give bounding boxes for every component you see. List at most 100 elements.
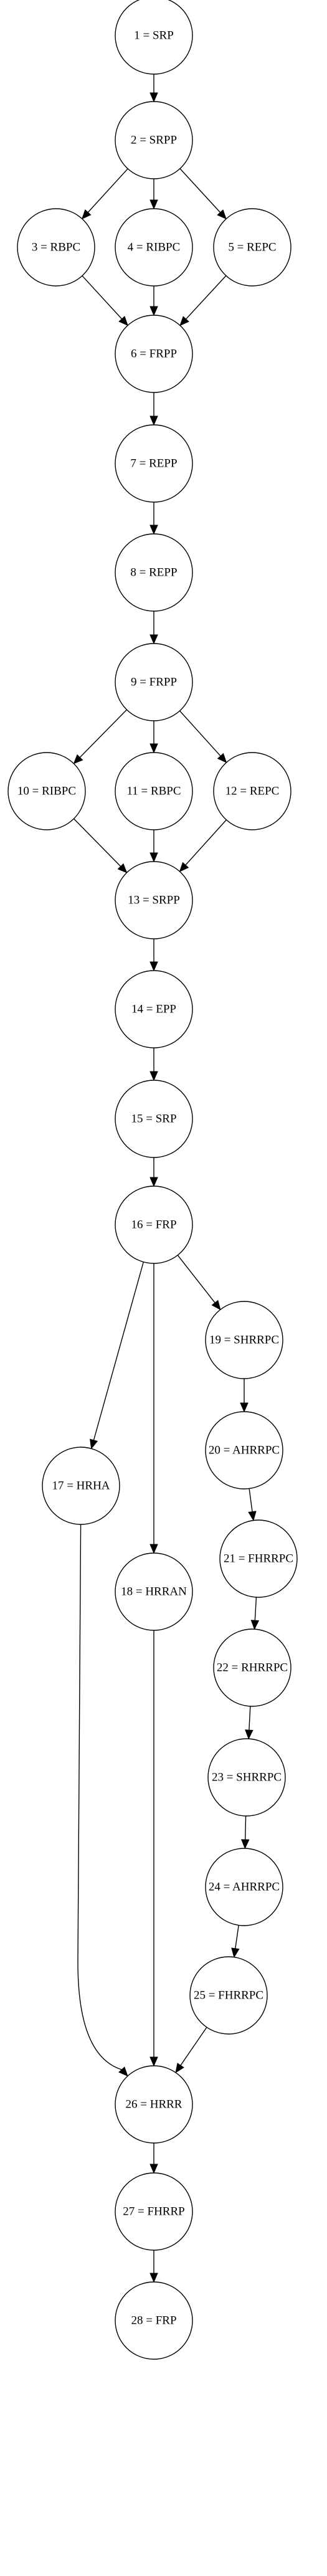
node-8: 8 = REPP [115,533,193,612]
node-circle [115,752,193,830]
arrowhead-27-to-28 [149,2273,158,2283]
node-circle [115,533,193,612]
node-label: 16 = FRP [131,1219,176,1232]
node-11: 11 = RBPC [115,752,193,830]
edge-9-to-12 [179,710,221,757]
arrowhead-4-to-6 [149,306,158,316]
arrowhead-23-to-24 [240,1839,250,1850]
arrowhead-18-to-26 [149,2056,158,2067]
node-label: 27 = FHRRP [123,2205,184,2218]
node-26: 26 = HRRR [115,2065,193,2144]
arrowhead-25-to-26 [175,2063,184,2073]
arrowhead-20-to-21 [248,1511,257,1521]
node-22: 22 = RHRRPC [213,1628,291,1707]
node-23: 23 = SHRRPC [207,1738,286,1817]
edge-20-to-21 [249,1488,253,1512]
node-9: 9 = FRPP [115,643,193,721]
node-label: 25 = FHRRPC [194,1989,263,2002]
node-circle [115,424,193,503]
node-4: 4 = RIBPC [115,208,193,287]
node-2: 2 = SRPP [115,101,193,179]
arrowhead-12-to-13 [179,862,189,872]
edge-24-to-25 [235,1925,239,1949]
node-circle [115,2065,193,2144]
arrowhead-5-to-6 [179,316,189,326]
node-circle [205,1301,283,1379]
arrowhead-16-to-18 [149,1544,158,1554]
node-label: 1 = SRP [134,29,174,42]
node-6: 6 = FRPP [115,315,193,393]
node-1: 1 = SRP [115,0,193,75]
node-label: 18 = HRRAN [121,1585,187,1599]
node-label: 28 = FRP [131,2314,176,2327]
node-circle [115,101,193,179]
edge-22-to-23 [249,1706,251,1731]
node-label: 20 = AHRRPC [209,1444,280,1457]
node-3: 3 = RBPC [17,208,95,287]
node-14: 14 = EPP [115,970,193,1048]
node-circle [213,208,291,287]
node-7: 7 = REPP [115,424,193,503]
arrowhead-9-to-10 [73,754,83,764]
edge-5-to-6 [186,275,227,320]
arrowhead-22-to-23 [245,1729,254,1740]
arrowhead-9-to-12 [217,753,227,763]
arrowhead-8-to-9 [149,634,158,645]
node-label: 22 = RHRRPC [217,1661,288,1675]
arrowhead-2-to-4 [149,199,158,210]
arrowhead-3-to-6 [118,316,128,326]
arrowhead-6-to-7 [149,416,158,426]
arrowhead-2-to-3 [81,209,92,220]
arrowhead-1-to-2 [149,92,158,103]
node-15: 15 = SRP [115,1080,193,1158]
edge-12-to-13 [185,819,227,866]
arrowhead-10-to-13 [117,863,128,873]
edge-17-to-26 [77,1524,122,2070]
node-12: 12 = REPC [213,752,291,830]
node-label: 2 = SRPP [131,134,177,147]
node-label: 12 = REPC [225,785,280,798]
node-circle [115,1080,193,1158]
node-circle [115,861,193,939]
node-circle [115,2281,193,2360]
arrowhead-2-to-5 [217,209,227,220]
arrowhead-7-to-8 [149,525,158,535]
edges-layer [73,74,260,2283]
node-label: 6 = FRPP [131,348,177,361]
node-circle [115,2172,193,2251]
node-label: 11 = RBPC [126,785,181,798]
node-17: 17 = HRHA [42,1447,120,1525]
arrowhead-17-to-26 [118,2066,128,2077]
node-label: 24 = AHRRPC [209,1881,280,1894]
arrowhead-19-to-20 [240,1402,249,1413]
node-circle [115,1552,193,1631]
node-label: 5 = REPC [228,241,276,254]
node-circle [115,1186,193,1264]
edge-16-to-17 [93,1262,144,1440]
node-19: 19 = SHRRPC [205,1301,283,1379]
node-label: 26 = HRRR [126,2098,182,2111]
nodes-layer: 1 = SRP 2 = SRPP 3 = RBPC 4 = RIBPC 5 = REPC… [7,0,298,2360]
node-28: 28 = FRP [115,2281,193,2360]
node-20: 20 = AHRRPC [205,1411,283,1490]
arrowhead-14-to-15 [149,1071,158,1081]
node-24: 24 = AHRRPC [205,1848,283,1926]
node-label: 4 = RIBPC [128,241,181,254]
edge-10-to-13 [73,818,121,867]
node-circle [207,1738,286,1817]
node-10: 10 = RIBPC [7,752,86,830]
node-13: 13 = SRPP [115,861,193,939]
node-circle [115,315,193,393]
node-label: 8 = REPP [130,566,177,579]
arrowhead-9-to-11 [149,743,158,754]
arrowhead-15-to-16 [149,1177,158,1187]
arrowhead-21-to-22 [250,1620,260,1630]
arrowhead-11-to-13 [149,852,158,863]
arrowhead-16-to-19 [211,1300,221,1311]
node-25: 25 = FHRRPC [189,1956,268,2035]
node-circle [219,1519,298,1598]
node-circle [115,208,193,287]
node-circle [205,1411,283,1490]
node-label: 17 = HRHA [52,1480,110,1493]
